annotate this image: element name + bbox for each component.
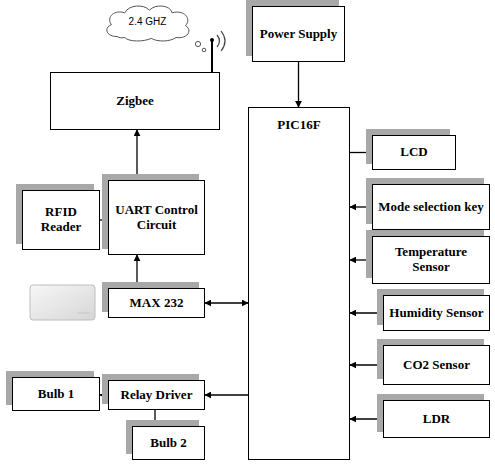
sensor-block: Temperature Sensor [372, 236, 490, 284]
signal-arrow [136, 255, 137, 288]
signal-arrow [100, 219, 108, 220]
card-mark [78, 313, 90, 314]
antenna-mast [211, 40, 213, 72]
key-block: Mode selection key [372, 184, 490, 230]
block-label: CO2 Sensor [403, 358, 470, 373]
block-label: Zigbee [116, 94, 154, 109]
text-group: Zigbee [116, 94, 154, 109]
signal-arrow [298, 62, 299, 107]
text-group: LDR [423, 412, 450, 427]
uart-block: UART Control Circuit [108, 180, 205, 255]
block-label: Humidity Sensor [389, 306, 483, 321]
signal-arrow [350, 364, 383, 365]
radio-module: Zigbee [50, 72, 220, 130]
text-group: 2.4 GHZ [129, 16, 167, 28]
text-group: Mode selection key [378, 200, 483, 215]
controller-block: PIC16F [248, 107, 350, 460]
block-label: Mode selection key [378, 200, 483, 215]
lamp-block: Bulb 1 [12, 377, 100, 411]
text-group: Temperature Sensor [377, 245, 485, 275]
rfid-card [30, 285, 95, 320]
sensor-block: Humidity Sensor [383, 295, 490, 331]
block-label: Power Supply [260, 27, 337, 42]
sensor-block: LDR [383, 400, 490, 438]
text-group: RFID Reader [27, 205, 95, 235]
sensor-block: CO2 Sensor [383, 345, 490, 385]
signal-arrow [350, 312, 383, 313]
text-group: Relay Driver [121, 388, 193, 403]
signal-arrow [350, 418, 383, 419]
block-label: Bulb 2 [150, 436, 187, 451]
block-label: UART Control Circuit [113, 203, 200, 233]
text-group: MAX 232 [130, 296, 184, 311]
block-label: LCD [400, 145, 427, 160]
signal-arrow [154, 410, 155, 426]
cloud-outline [107, 6, 189, 41]
text-group: Humidity Sensor [389, 306, 483, 321]
block-label: 2.4 GHZ [129, 16, 167, 28]
text-group: UART Control Circuit [113, 203, 200, 233]
signal-arrow [350, 152, 372, 153]
radio-wave [221, 31, 225, 51]
block-label: Temperature Sensor [377, 245, 485, 275]
block-label: MAX 232 [130, 296, 184, 311]
cloud-label: 2.4 GHZ [100, 2, 195, 42]
thought-bubble [195, 41, 200, 46]
signal-arrow [100, 394, 108, 395]
signal-arrow [205, 394, 248, 395]
block-label: Relay Driver [121, 388, 193, 403]
text-group: Bulb 1 [38, 387, 75, 402]
signal-arrow [350, 259, 372, 260]
signal-arrow [136, 130, 137, 180]
signal-arrow [205, 302, 248, 303]
text-group: LCD [400, 145, 427, 160]
driver-block: Relay Driver [108, 380, 205, 410]
display-block: LCD [372, 135, 456, 170]
lamp-block: Bulb 2 [132, 426, 205, 460]
thought-bubble [202, 48, 206, 52]
text-group: Bulb 2 [150, 436, 187, 451]
power-block: Power Supply [252, 6, 345, 62]
block-label: PIC16F [277, 118, 320, 133]
text-group: Power Supply [260, 27, 337, 42]
text-group: PIC16F [277, 118, 320, 133]
antenna-tip [210, 38, 214, 42]
block-label: RFID Reader [27, 205, 95, 235]
text-group: CO2 Sensor [403, 358, 470, 373]
signal-arrow [350, 206, 372, 207]
reader-block: RFID Reader [22, 190, 100, 250]
radio-wave [217, 35, 220, 47]
block-label: LDR [423, 412, 450, 427]
converter-block: MAX 232 [108, 288, 205, 318]
block-label: Bulb 1 [38, 387, 75, 402]
